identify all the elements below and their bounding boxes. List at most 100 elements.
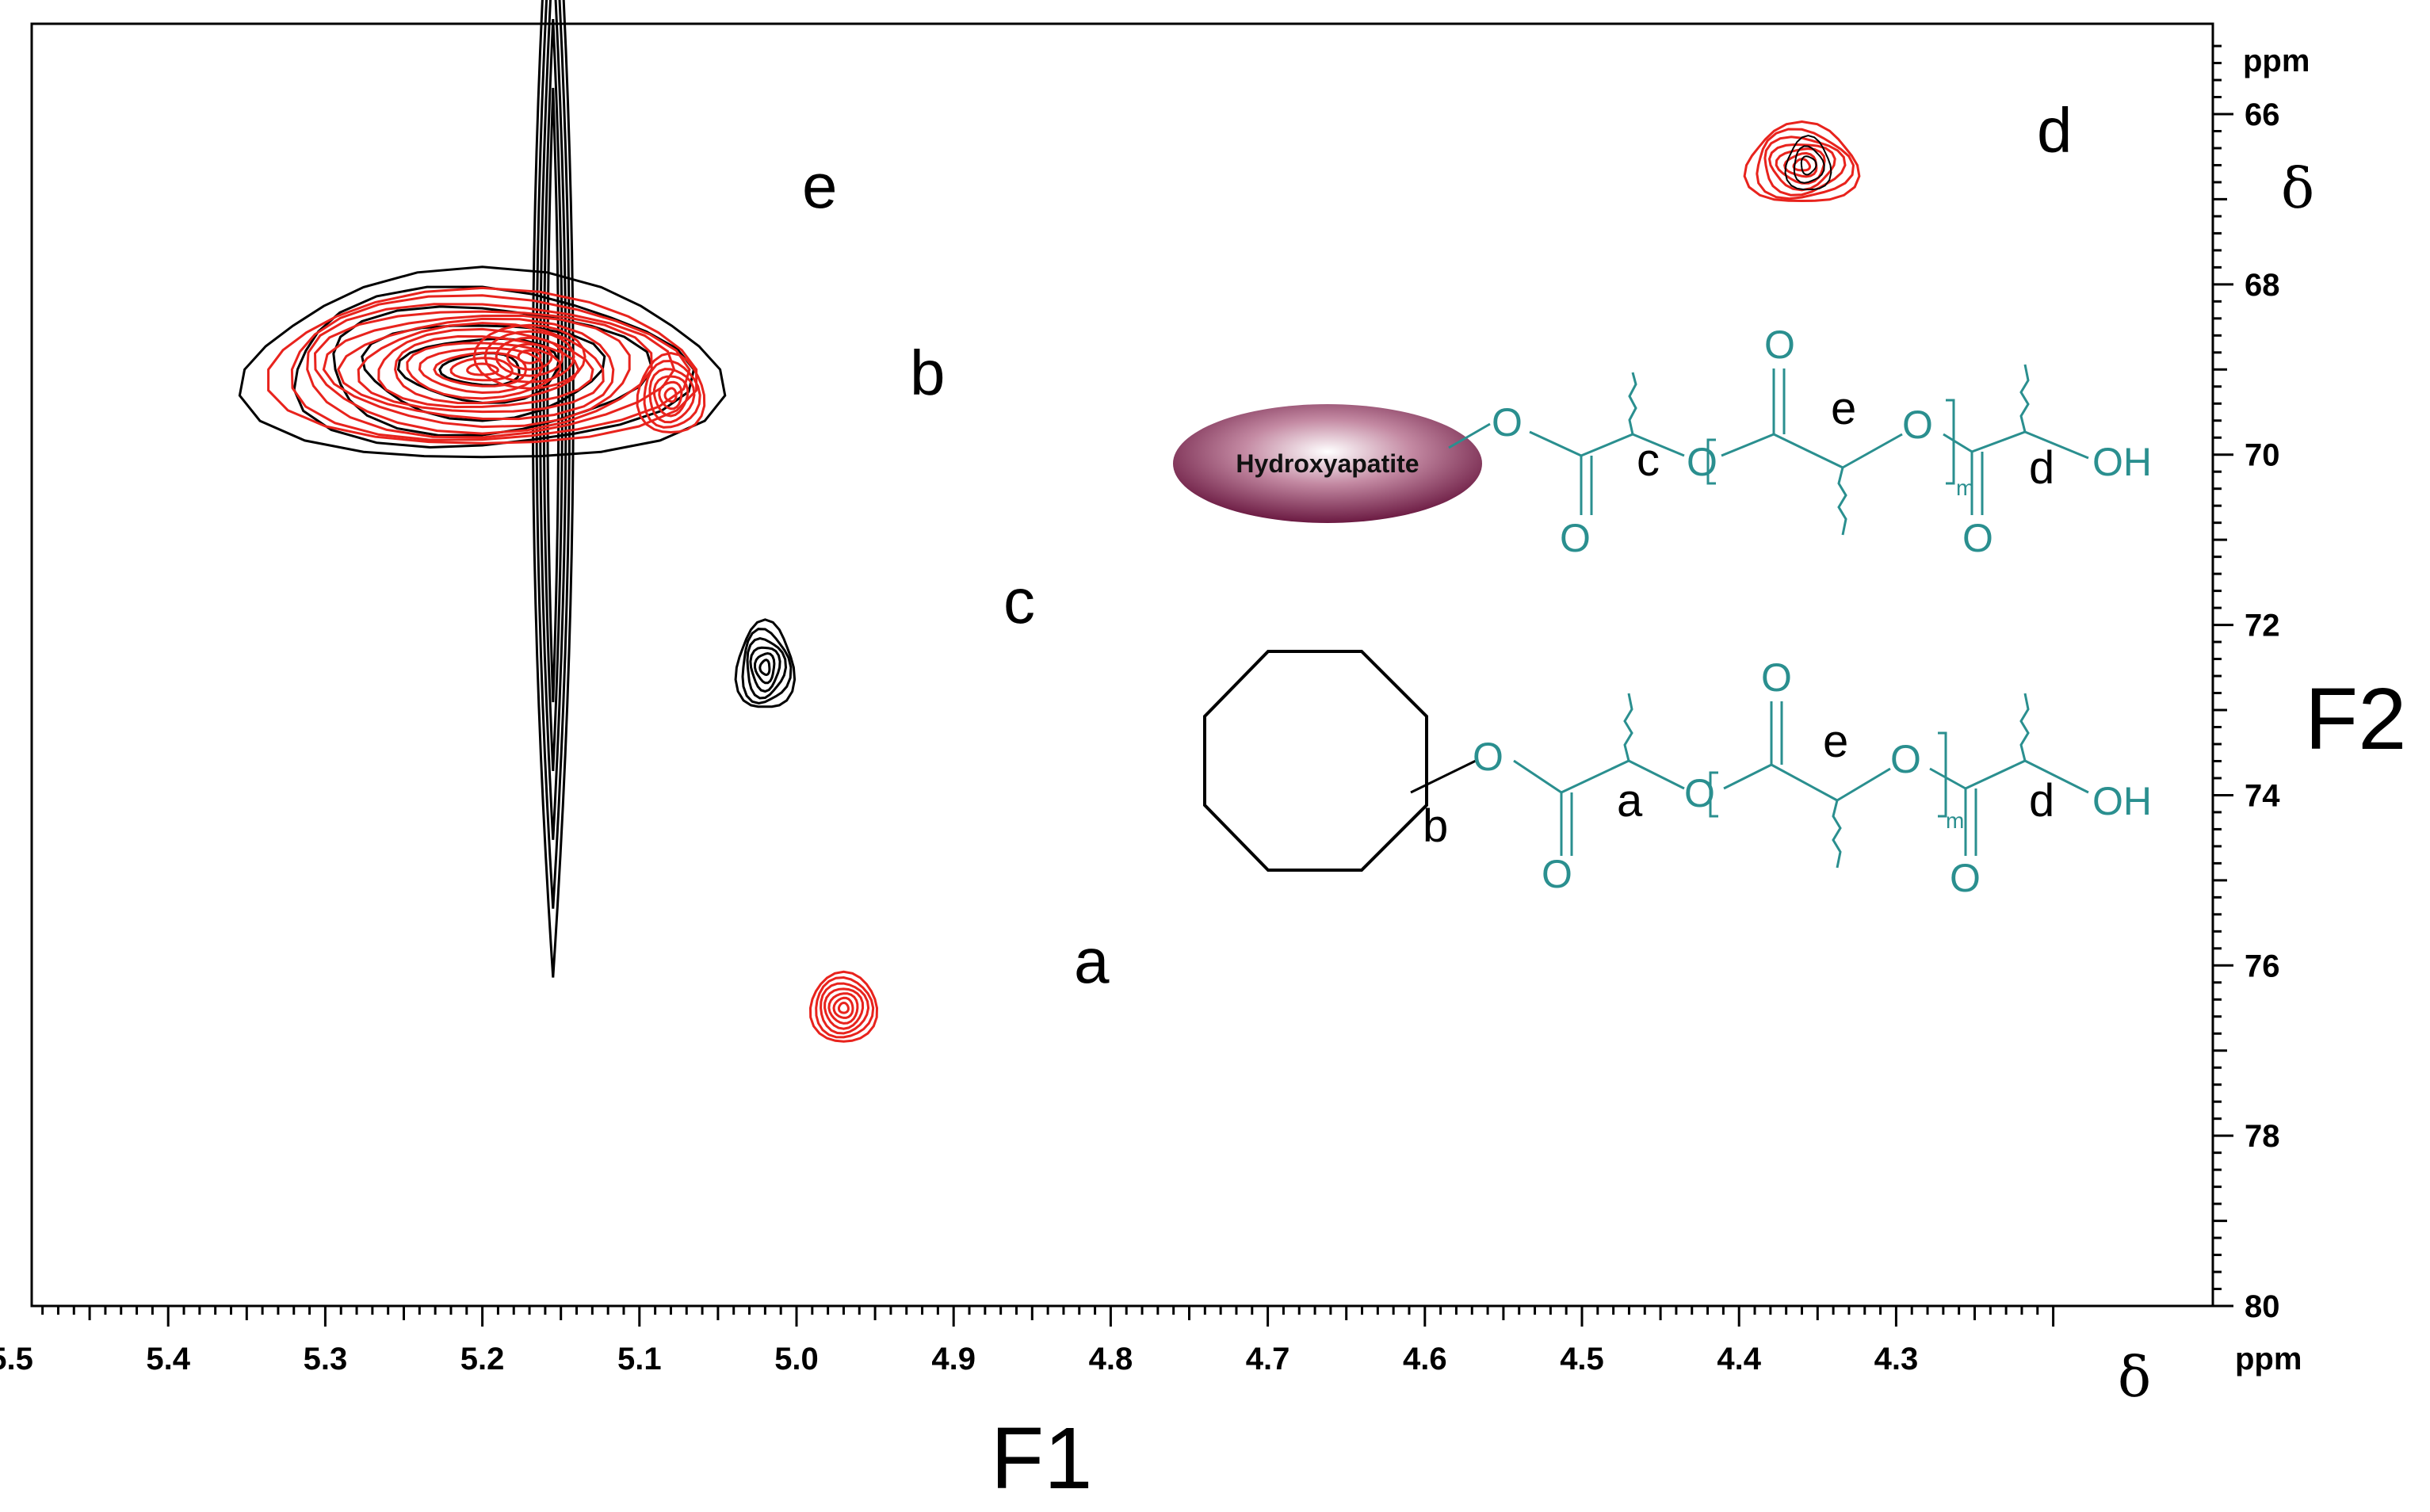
contour-level bbox=[357, 322, 605, 414]
top-carbonyl-o-3: O bbox=[1962, 516, 1993, 560]
x-axis-ticks bbox=[41, 1306, 2055, 1327]
contour-level bbox=[542, 19, 564, 771]
contour-level bbox=[418, 347, 544, 395]
contour-level bbox=[734, 618, 797, 708]
x-tick-label: 4.6 bbox=[1403, 1342, 1447, 1376]
x-tick-label: 5.0 bbox=[774, 1342, 819, 1376]
x-axis-unit: ppm bbox=[2235, 1342, 2302, 1376]
contour-level bbox=[313, 310, 653, 435]
x-tick-label: 5.2 bbox=[460, 1342, 505, 1376]
peak-label-a: a bbox=[1074, 926, 1110, 996]
contour-level bbox=[466, 362, 499, 376]
contour-level bbox=[832, 996, 854, 1019]
bottom-carbonyl-o-3: O bbox=[1950, 856, 1981, 900]
hydroxyapatite-label: Hydroxyapatite bbox=[1236, 449, 1419, 478]
contour-level bbox=[648, 368, 696, 424]
contour-level bbox=[531, 0, 575, 978]
top-chain-o-2: O bbox=[1902, 403, 1933, 447]
peak-label-e: e bbox=[802, 151, 838, 221]
contour-level bbox=[823, 987, 865, 1030]
contour-level bbox=[749, 646, 781, 693]
contour-level bbox=[290, 294, 691, 441]
peak-e-red-blob bbox=[267, 286, 698, 445]
peak-label-c: c bbox=[1003, 566, 1035, 636]
contour-level bbox=[472, 323, 586, 390]
contour-level bbox=[808, 970, 879, 1043]
y-axis-delta-symbol: δ bbox=[2281, 156, 2314, 221]
y-axis-unit: ppm bbox=[2243, 44, 2310, 78]
top-label-d: d bbox=[2029, 442, 2054, 494]
bottom-carbonyl-o-1: O bbox=[1542, 852, 1572, 896]
top-chain-o-1: O bbox=[1687, 440, 1717, 484]
y-tick-label: 76 bbox=[2245, 949, 2280, 983]
contour-level bbox=[483, 330, 575, 384]
contour-level bbox=[292, 285, 696, 449]
contour-level bbox=[539, 0, 567, 840]
top-carbonyl-o-1: O bbox=[1560, 516, 1591, 560]
contour-level bbox=[394, 334, 580, 405]
contour-level bbox=[758, 659, 771, 677]
contour-level bbox=[238, 265, 727, 459]
bottom-label-e: e bbox=[1823, 716, 1848, 767]
contour-level bbox=[535, 0, 571, 909]
top-carbonyl-o-2: O bbox=[1764, 323, 1795, 367]
contour-level bbox=[1793, 145, 1825, 184]
y-tick-label: 72 bbox=[2245, 609, 2280, 643]
bottom-chain-bonds bbox=[1513, 693, 2089, 869]
peak-c-black bbox=[734, 618, 797, 708]
contour-level bbox=[1800, 155, 1817, 176]
top-repeat-m: m bbox=[1956, 475, 1974, 500]
contour-level bbox=[495, 336, 564, 377]
top-terminal-oh: OH bbox=[2092, 440, 2152, 484]
cyclooctane-ring bbox=[1203, 650, 1428, 872]
y-axis-title: F2 bbox=[2305, 670, 2406, 768]
contour-level bbox=[1792, 158, 1812, 172]
contour-level bbox=[820, 982, 870, 1035]
peak-label-b: b bbox=[910, 338, 946, 408]
peak-label-d: d bbox=[2037, 95, 2073, 166]
contour-level bbox=[506, 342, 553, 371]
contour-level bbox=[741, 628, 793, 705]
contour-level bbox=[815, 976, 875, 1039]
contour-level bbox=[546, 87, 560, 703]
x-tick-label: 4.9 bbox=[931, 1342, 976, 1376]
contour-level bbox=[827, 992, 859, 1025]
top-ester-o: O bbox=[1492, 400, 1523, 445]
contour-level bbox=[636, 351, 706, 434]
x-tick-label: 5.1 bbox=[617, 1342, 662, 1376]
contour-level bbox=[517, 349, 542, 365]
x-tick-label: 5.4 bbox=[146, 1342, 190, 1376]
y-tick-label: 78 bbox=[2245, 1119, 2280, 1154]
bottom-label-d: d bbox=[2029, 775, 2054, 827]
peak-d-black bbox=[1784, 135, 1832, 191]
x-tick-label: 4.5 bbox=[1560, 1342, 1604, 1376]
contour-level bbox=[1784, 135, 1832, 191]
structure-hydroxyapatite-pla: Hydroxyapatite O O O O bbox=[1173, 323, 2152, 560]
contour-level bbox=[1775, 147, 1826, 185]
bottom-carbonyl-o-2: O bbox=[1761, 655, 1792, 700]
structure-cyclooctyl-pla: O O O O O m O OH b a e d bbox=[1203, 650, 2152, 900]
y-tick-label: 70 bbox=[2245, 438, 2280, 473]
contour-level bbox=[337, 317, 615, 421]
x-tick-label: 4.3 bbox=[1874, 1342, 1919, 1376]
plot-frame bbox=[30, 22, 2214, 1308]
contour-level bbox=[267, 286, 698, 445]
x-tick-label: 4.7 bbox=[1246, 1342, 1290, 1376]
bottom-label-a: a bbox=[1617, 775, 1643, 827]
contour-level bbox=[396, 337, 560, 404]
x-tick-label: 4.4 bbox=[1717, 1342, 1761, 1376]
x-tick-label: 4.8 bbox=[1089, 1342, 1133, 1376]
contour-level bbox=[837, 1001, 850, 1014]
x-axis-tick-labels: 5.55.45.35.25.15.04.94.84.74.64.54.44.3 bbox=[0, 1342, 1918, 1376]
contour-peaks bbox=[238, 0, 1861, 1043]
x-tick-label: 5.5 bbox=[0, 1342, 33, 1376]
bottom-chain-o-2: O bbox=[1890, 737, 1921, 781]
contour-level bbox=[652, 375, 690, 418]
contour-level bbox=[658, 380, 683, 410]
bottom-ester-o: O bbox=[1473, 735, 1503, 779]
y-tick-label: 66 bbox=[2245, 97, 2280, 132]
contour-level bbox=[746, 637, 788, 700]
